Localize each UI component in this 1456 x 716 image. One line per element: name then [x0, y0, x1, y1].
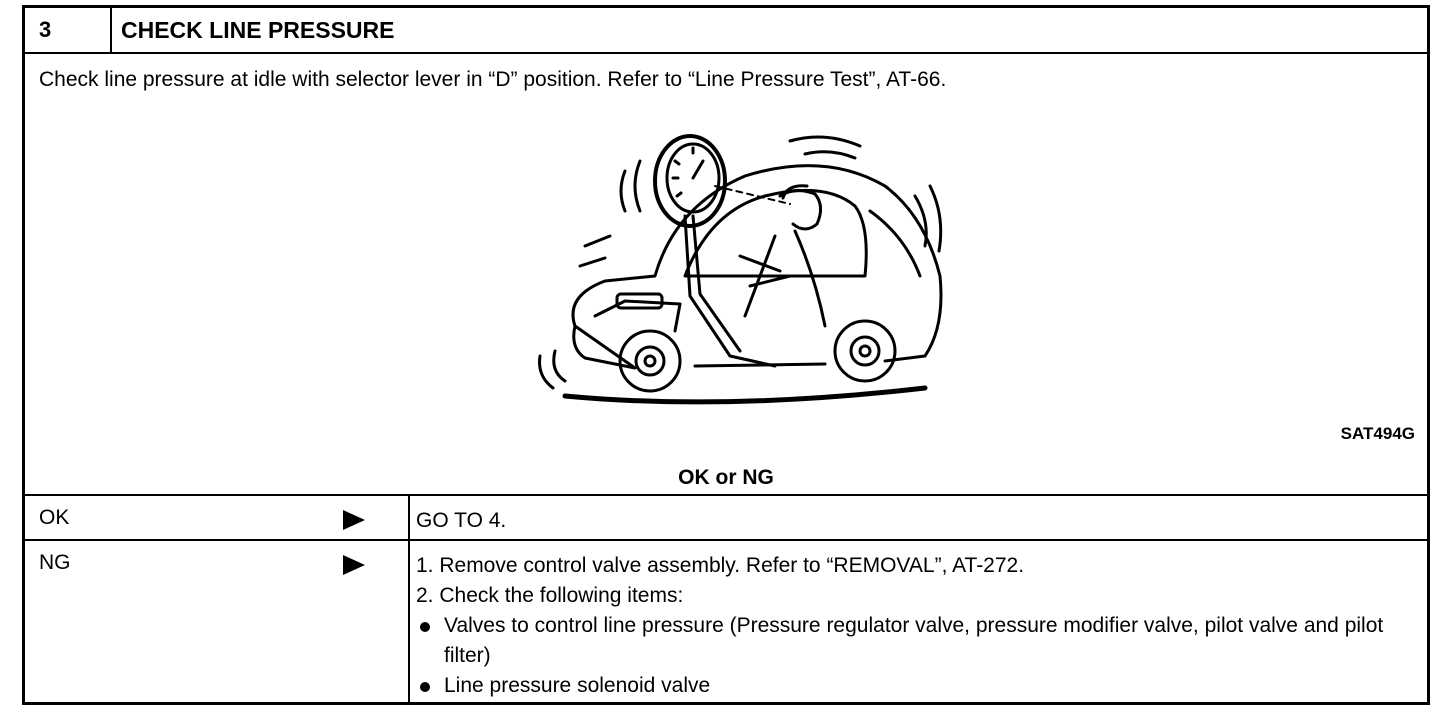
figure-code: SAT494G: [1340, 424, 1415, 443]
numbered-step: 1. Remove control valve assembly. Refer …: [416, 554, 1025, 577]
ok-or-ng-question: OK or NG: [678, 466, 774, 489]
bullet-item: Line pressure solenoid valve: [416, 671, 1427, 701]
bullet-item: Valves to control line pressure (Pressur…: [416, 611, 1427, 671]
result-action-ok: GO TO 4.: [408, 496, 1427, 539]
step-title: CHECK LINE PRESSURE: [121, 17, 395, 43]
arrow-right-icon: [343, 510, 365, 530]
step-number: 3: [25, 8, 112, 52]
result-label-ng: NG: [39, 551, 71, 574]
result-row-ok: OK GO TO 4.: [25, 496, 1427, 541]
step-header: 3 CHECK LINE PRESSURE: [25, 8, 1427, 54]
result-label-ok: OK: [39, 506, 70, 529]
instruction-text: Check line pressure at idle with selecto…: [39, 68, 947, 91]
numbered-step: 2. Check the following items:: [416, 584, 684, 607]
arrow-right-icon: [343, 555, 365, 575]
car-with-pressure-gauge-illustration: [538, 134, 943, 405]
step-body: Check line pressure at idle with selecto…: [25, 54, 1427, 496]
action-line: GO TO 4.: [416, 509, 507, 532]
diagnostic-step-table: 3 CHECK LINE PRESSURE Check line pressur…: [22, 5, 1430, 705]
result-action-ng: 1. Remove control valve assembly. Refer …: [408, 541, 1427, 702]
result-row-ng: NG 1. Remove control valve assembly. Ref…: [25, 541, 1427, 702]
